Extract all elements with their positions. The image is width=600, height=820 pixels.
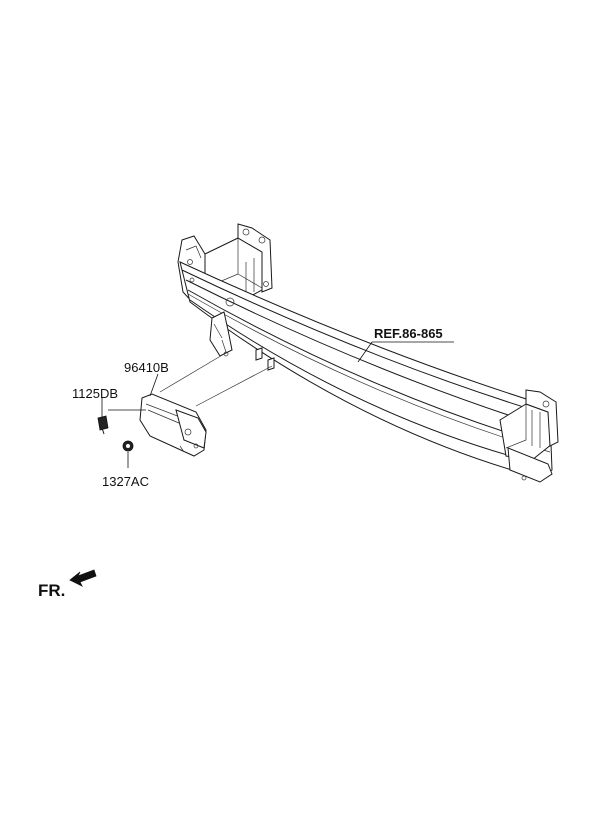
front-direction-label: FR.	[38, 581, 65, 600]
assembly-lines	[159, 353, 273, 407]
bumper-beam	[177, 223, 559, 483]
bolt-part-label: 1125DB	[72, 386, 118, 401]
radar-sensor	[139, 393, 207, 457]
nut-part	[122, 440, 134, 452]
sensor-part-label: 96410B	[124, 360, 169, 375]
leader-lines	[101, 341, 454, 468]
nut-part-label: 1327AC	[102, 474, 149, 489]
front-arrow-icon	[69, 569, 97, 587]
ref-label: REF.86-865	[374, 326, 443, 341]
bolt-part	[97, 415, 109, 435]
